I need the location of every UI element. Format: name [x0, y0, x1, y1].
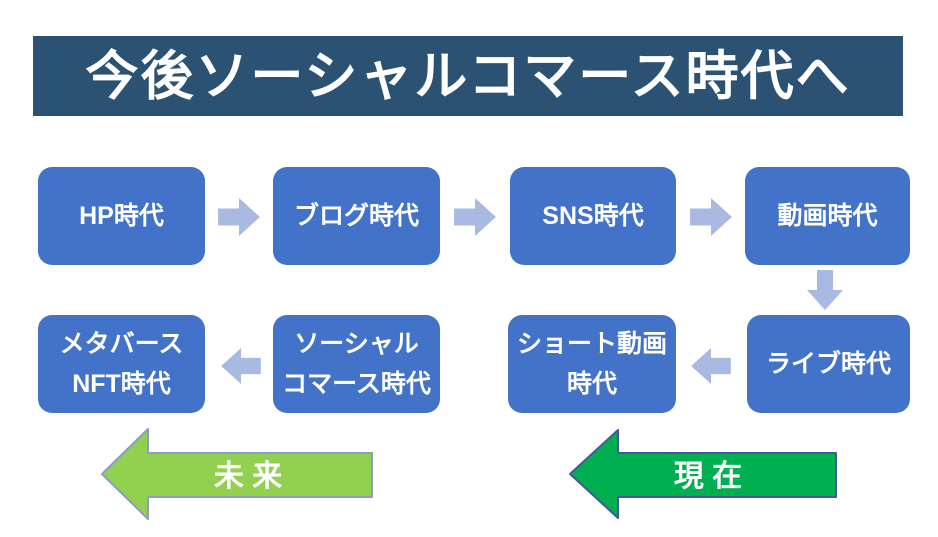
era-box-short-video: ショート動画時代 [508, 315, 676, 413]
era-box-label: 動画時代 [777, 202, 878, 230]
era-box-video: 動画時代 [745, 167, 910, 265]
present-arrow-icon [569, 429, 837, 519]
era-box-hp: HP時代 [38, 167, 205, 265]
present-label: 現 在 [673, 460, 743, 493]
page-title: 今後ソーシャルコマース時代へ [85, 46, 851, 106]
era-box-label: SNS時代 [542, 202, 644, 230]
flow-arrow-left-icon [221, 348, 261, 384]
era-box-blog: ブログ時代 [273, 167, 440, 265]
era-box-label: 時代 [566, 370, 617, 398]
era-box-label: メタバース [59, 330, 184, 358]
era-box-label: コマース時代 [282, 370, 431, 398]
era-box-label: ショート動画 [516, 330, 667, 358]
era-box-label: NFT時代 [72, 370, 171, 398]
era-box-sns: SNS時代 [510, 167, 676, 265]
era-box-label: HP時代 [79, 202, 164, 230]
flow-arrow-right-icon [218, 198, 260, 236]
era-box-label: ブログ時代 [293, 202, 419, 230]
future-label: 未 来 [213, 460, 283, 493]
era-box-live: ライブ時代 [747, 315, 910, 413]
flow-arrow-right-icon [454, 198, 496, 236]
future-arrow-icon [101, 428, 373, 520]
title-banner: 今後ソーシャルコマース時代へ [33, 36, 903, 116]
flow-arrow-down-icon [807, 270, 843, 310]
era-box-label: ライブ時代 [765, 350, 891, 378]
era-box-metaverse-nft: メタバース NFT時代 [38, 315, 205, 413]
flow-arrow-left-icon [691, 348, 731, 384]
flow-arrow-right-icon [690, 198, 732, 236]
era-box-label: ソーシャル [294, 330, 419, 358]
era-box-social-commerce: ソーシャルコマース時代 [273, 315, 440, 413]
